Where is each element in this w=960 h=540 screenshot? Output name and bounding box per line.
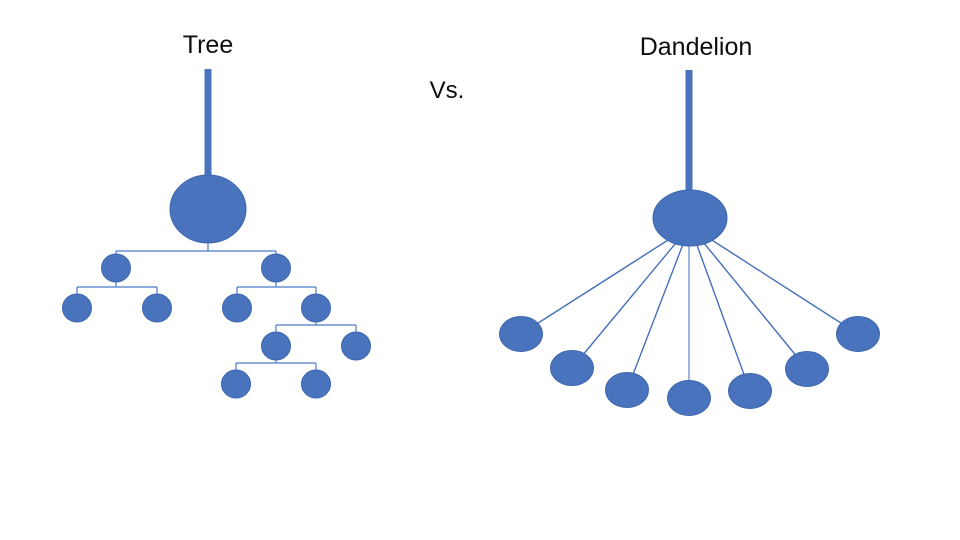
tree-node: [62, 293, 92, 323]
dandelion-title: Dandelion: [639, 33, 753, 61]
tree-connector: [115, 243, 277, 255]
dandelion-ray: [689, 225, 751, 392]
tree-node: [341, 331, 371, 361]
tree-connector: [275, 322, 357, 333]
dandelion-ray: [520, 225, 691, 335]
dandelion-ray: [626, 225, 691, 391]
dandelion-seed: [499, 316, 543, 352]
tree-node: [301, 293, 331, 323]
tree-connector: [76, 282, 158, 295]
dandelion-ray: [571, 225, 691, 369]
dandelion-seed: [605, 372, 649, 408]
dandelion-ray: [689, 225, 808, 370]
tree-node: [222, 293, 252, 323]
tree-node: [221, 369, 251, 399]
dandelion-seed: [785, 351, 829, 387]
tree-node: [101, 253, 131, 283]
dandelion-seed: [667, 380, 711, 416]
tree-connector: [236, 282, 317, 295]
tree-node: [261, 331, 291, 361]
tree-node: [142, 293, 172, 323]
tree-node: [301, 369, 331, 399]
tree-node: [261, 253, 291, 283]
tree-root-node: [169, 174, 247, 244]
tree-connector: [235, 360, 317, 371]
dandelion-seed: [550, 350, 594, 386]
dandelion-ray: [689, 225, 859, 335]
tree-title: Tree: [182, 31, 234, 59]
vs-label: Vs.: [429, 77, 465, 104]
dandelion-seed: [728, 373, 772, 409]
dandelion-seed: [836, 316, 880, 352]
dandelion-head: [652, 189, 728, 247]
